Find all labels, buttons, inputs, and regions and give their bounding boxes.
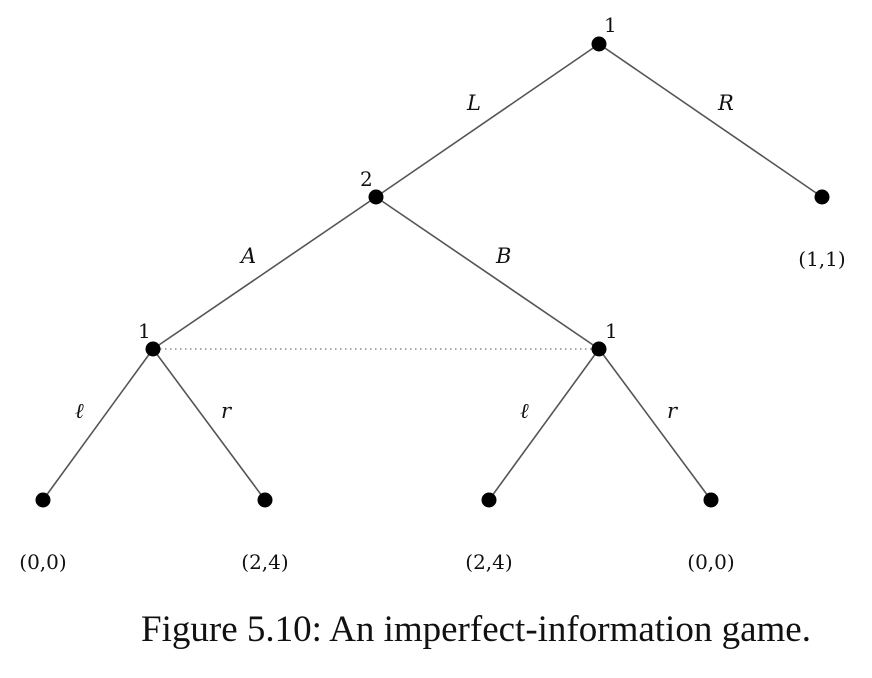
terminal-node-A-l	[35, 492, 51, 508]
action-L-label: L	[466, 91, 481, 115]
payoff-A-l: (0,0)	[19, 550, 66, 574]
action-right-l-label: ℓ	[520, 399, 529, 423]
edge-right-r	[598, 348, 712, 501]
player2-node	[368, 189, 384, 205]
terminal-node-B-l	[481, 492, 497, 508]
root-node	[591, 36, 607, 52]
edge-B	[375, 196, 600, 350]
terminal-node-B-r	[703, 492, 719, 508]
root-player-label: 1	[604, 13, 617, 37]
payoff-B-l: (2,4)	[465, 550, 512, 574]
action-right-r-label: r	[667, 399, 679, 423]
action-R-label: R	[717, 91, 734, 115]
action-A-label: A	[239, 244, 256, 268]
edge-L	[375, 43, 600, 198]
edge-A	[152, 196, 377, 350]
player2-label: 2	[360, 167, 373, 191]
edge-right-l	[488, 348, 600, 501]
left-decision-node	[145, 341, 161, 357]
edge-left-l	[42, 348, 154, 501]
edge-R	[598, 43, 823, 198]
left-player-label: 1	[138, 319, 151, 343]
payoff-A-r: (2,4)	[241, 550, 288, 574]
right-player-label: 1	[605, 319, 618, 343]
action-left-r-label: r	[221, 399, 233, 423]
terminal-node-R	[814, 189, 830, 205]
payoff-R: (1,1)	[798, 247, 845, 271]
figure-caption: Figure 5.10: An imperfect-information ga…	[141, 609, 811, 650]
payoff-B-r: (0,0)	[687, 550, 734, 574]
action-B-label: B	[495, 244, 511, 268]
action-left-l-label: ℓ	[75, 399, 84, 423]
edge-left-r	[152, 348, 266, 501]
game-tree: 1 2 1 1 L R A B ℓ r ℓ r (1,1) (0,0) (2,4…	[19, 13, 845, 574]
terminal-node-A-r	[257, 492, 273, 508]
right-decision-node	[591, 341, 607, 357]
